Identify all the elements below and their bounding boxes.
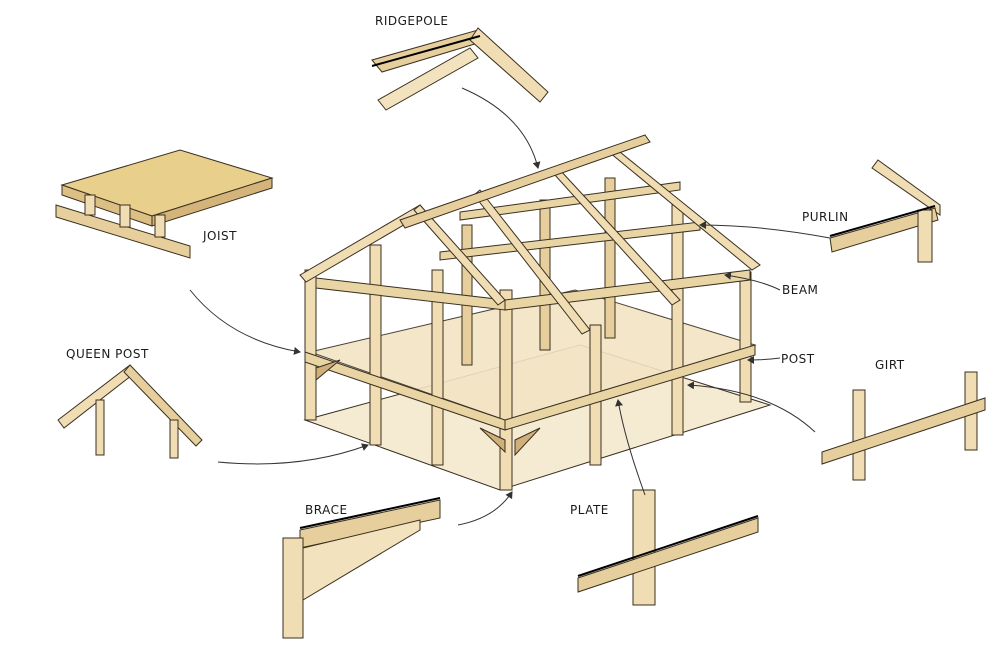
label-ridgepole: RIDGEPOLE (375, 14, 449, 28)
arrow-ridgepole (461, 87, 541, 169)
purlin-detail (829, 159, 941, 263)
leader-arrows (189, 87, 831, 526)
plate-detail (577, 489, 759, 606)
label-beam: BEAM (782, 283, 819, 297)
arrow-queen-post (217, 443, 369, 465)
ridge-beam (399, 134, 651, 229)
queen-post-detail (57, 364, 203, 459)
girt-detail (821, 371, 986, 481)
label-queen-post: QUEEN POST (66, 347, 149, 361)
label-brace: BRACE (305, 503, 348, 517)
label-joist: JOIST (203, 229, 237, 243)
arrow-plate (615, 399, 646, 496)
arrow-girt (687, 381, 816, 433)
label-post: POST (781, 352, 815, 366)
label-girt: GIRT (875, 358, 905, 372)
arrow-brace (457, 491, 513, 526)
brace-detail (282, 497, 441, 639)
arrow-purlin (699, 221, 831, 239)
arrow-joist (189, 289, 301, 355)
house-frame (299, 134, 772, 491)
arrow-beam (724, 271, 781, 291)
arrow-post (747, 355, 781, 364)
ridgepole-detail (371, 27, 549, 111)
label-purlin: PURLIN (802, 210, 849, 224)
label-plate: PLATE (570, 503, 609, 517)
joist-detail (55, 149, 274, 259)
